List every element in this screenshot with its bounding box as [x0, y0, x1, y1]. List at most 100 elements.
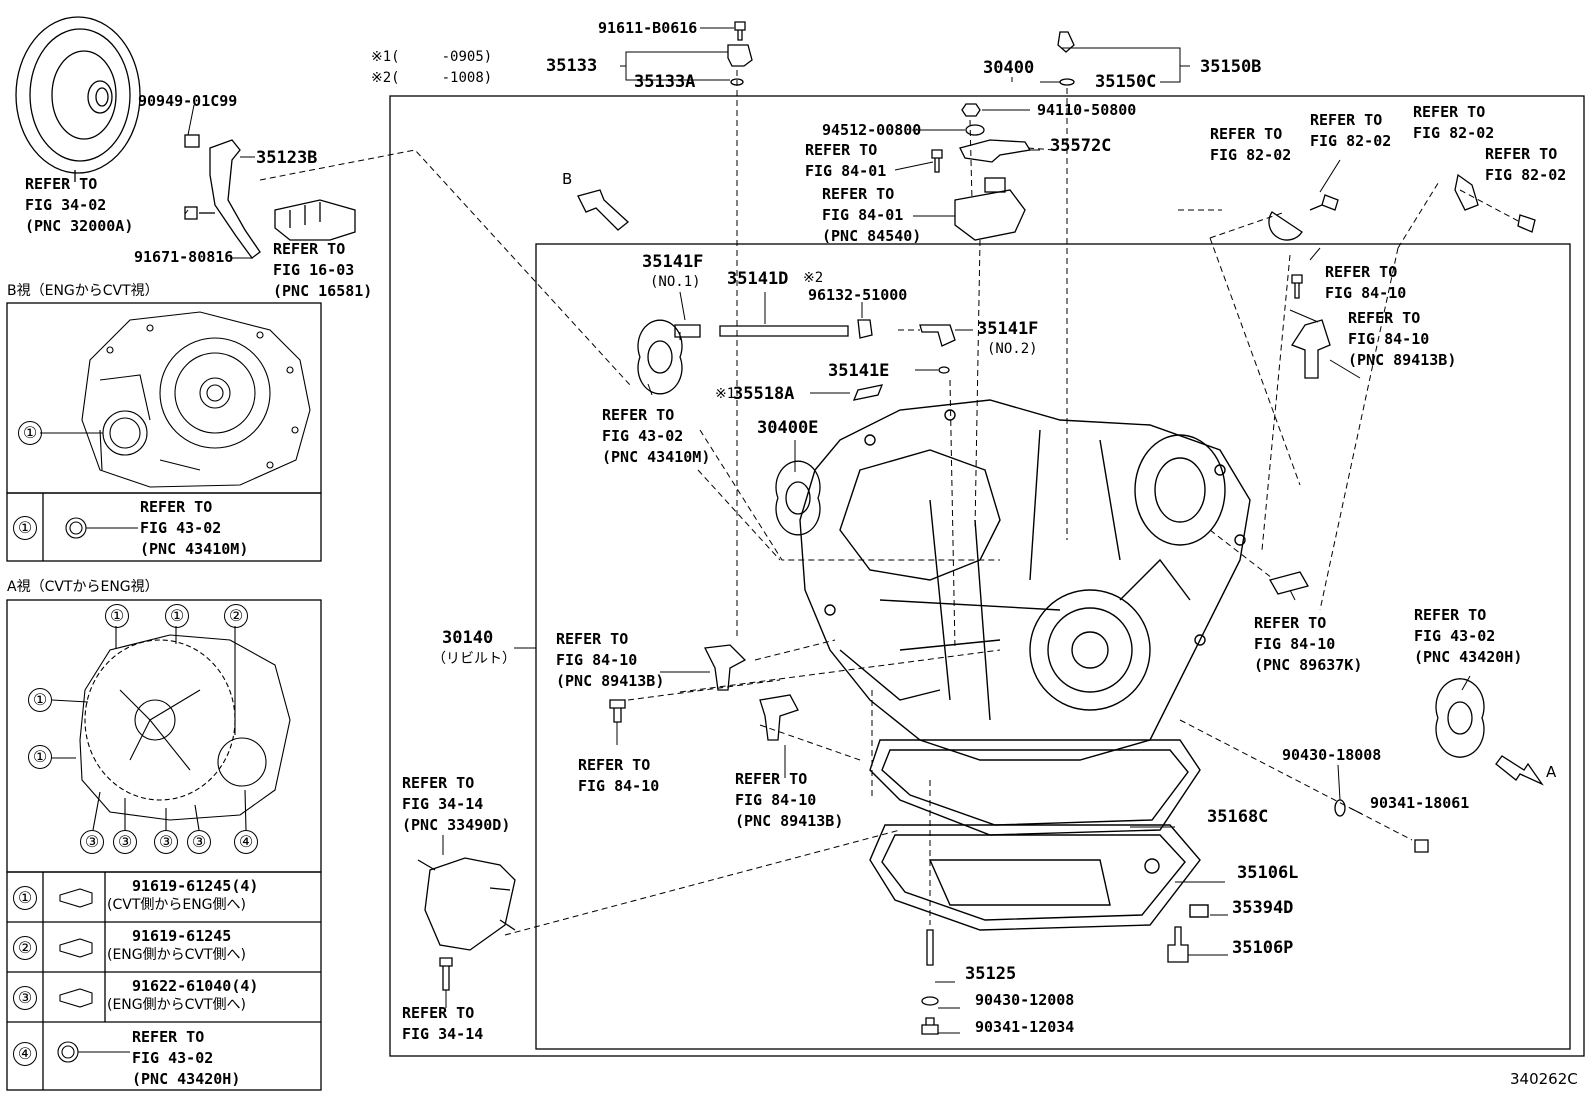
ref-fig-43-02-h[interactable]: REFER TO FIG 43-02 (PNC 43420H) [1414, 606, 1523, 666]
bolt-35106p-icon [1167, 926, 1189, 963]
part-90341-18061[interactable]: 90341-18061 [1370, 794, 1470, 812]
a-table-part-3[interactable]: 91622-61040(4) [132, 977, 259, 995]
bracket-35572c-icon [959, 139, 1032, 163]
note-2-mark: ※2 [371, 70, 392, 86]
seal-96132-icon [857, 319, 873, 339]
ref-fig-82-02-a[interactable]: REFER TO FIG 82-02 [1210, 125, 1292, 164]
part-30400[interactable]: 30400 [983, 58, 1035, 78]
part-35141d[interactable]: 35141D [727, 269, 789, 289]
oil-seal-43420h-icon [1435, 678, 1485, 758]
sensor-89413b-a-icon [1291, 319, 1331, 379]
note-1-mark: ※1 [371, 49, 392, 65]
ref-fig-84-10-b[interactable]: REFER TO FIG 84-10 (PNC 89413B) [1348, 309, 1457, 369]
gasket-90430-18008-icon [1334, 799, 1346, 817]
a-table-part-1[interactable]: 91619-61245(4) [132, 877, 259, 895]
sensor-89413b-c-icon [759, 694, 799, 741]
part-35518a[interactable]: 35518A [733, 384, 795, 404]
a-view-callout-3c: ③ [154, 830, 178, 854]
note-1: ※1( -0905) [371, 50, 492, 64]
part-94110-50800[interactable]: 94110-50800 [1037, 101, 1137, 119]
bolt-82-02d-icon [1517, 214, 1536, 233]
part-35150c[interactable]: 35150C [1095, 72, 1157, 92]
part-35133a[interactable]: 35133A [634, 72, 696, 92]
a-view-callout-1d: ① [28, 745, 52, 769]
a-table-part-2[interactable]: 91619-61245 [132, 927, 232, 945]
nut-94110-icon [961, 103, 981, 117]
part-96132-51000[interactable]: 96132-51000 [808, 286, 908, 304]
part-90430-12008[interactable]: 90430-12008 [975, 991, 1075, 1009]
part-35123b[interactable]: 35123B [256, 148, 318, 168]
b-view-callout-1: ① [18, 421, 42, 445]
ref-fig-84-10-d[interactable]: REFER TO FIG 84-10 [578, 756, 660, 795]
ref-fig-84-10-c[interactable]: REFER TO FIG 84-10 (PNC 89413B) [556, 630, 665, 690]
sensor-82-02a-icon [1268, 211, 1303, 241]
ref-fig-82-02-c[interactable]: REFER TO FIG 82-02 [1413, 103, 1495, 142]
ref-fig-34-14-a[interactable]: REFER TO FIG 34-14 (PNC 33490D) [402, 774, 511, 834]
part-35394d[interactable]: 35394D [1232, 898, 1294, 918]
b-view-title: B視（ENGからCVT視） [7, 283, 159, 299]
arrow-b-icon [577, 189, 629, 231]
part-30140-sub: （リビルト） [432, 651, 516, 667]
shaft-35141d-icon [719, 325, 849, 337]
part-35141f-no1[interactable]: 35141F [642, 252, 704, 272]
part-91671-80816[interactable]: 91671-80816 [134, 248, 234, 266]
ref-fig-84-01-a[interactable]: REFER TO FIG 84-01 [805, 141, 887, 180]
ref-fig-84-10-f[interactable]: REFER TO FIG 84-10 (PNC 89637K) [1254, 614, 1363, 674]
part-35141f-no2-sub: (NO.2) [987, 341, 1038, 357]
a-table-ref-4: REFER TO FIG 43-02 (PNC 43420H) [132, 1028, 241, 1088]
part-35168c[interactable]: 35168C [1207, 807, 1269, 827]
sensor-89637k-icon [1269, 571, 1309, 595]
note-1-range: ( -0905) [391, 49, 493, 65]
part-35133[interactable]: 35133 [546, 56, 598, 76]
b-table-ref-1: REFER TO FIG 43-02 (PNC 43410M) [140, 498, 249, 558]
ref-fig-34-14-b[interactable]: REFER TO FIG 34-14 [402, 1004, 484, 1043]
ref-fig-34-02[interactable]: REFER TO FIG 34-02 (PNC 32000A) [25, 175, 134, 235]
bolt-84-10b-icon [609, 699, 626, 723]
part-94512-00800[interactable]: 94512-00800 [822, 121, 922, 139]
part-30400e[interactable]: 30400E [757, 418, 819, 438]
ref-fig-84-10-e[interactable]: REFER TO FIG 84-10 (PNC 89413B) [735, 770, 844, 830]
part-90949-01c99[interactable]: 90949-01C99 [138, 92, 238, 110]
part-90341-12034[interactable]: 90341-12034 [975, 1018, 1075, 1036]
part-35106l[interactable]: 35106L [1237, 863, 1299, 883]
ref-fig-16-03[interactable]: REFER TO FIG 16-03 (PNC 16581) [273, 240, 373, 300]
a-table-num-2: ② [13, 936, 37, 960]
oil-seal-30400e-icon [775, 460, 821, 536]
ref-fig-82-02-d[interactable]: REFER TO FIG 82-02 [1485, 145, 1567, 184]
ref-fig-84-10-a[interactable]: REFER TO FIG 84-10 [1325, 263, 1407, 302]
part-35150b[interactable]: 35150B [1200, 57, 1262, 77]
a-table-num-4: ④ [13, 1042, 37, 1066]
outer-frame [389, 95, 1585, 1057]
a-view-table [6, 871, 322, 1091]
oring-35150c-icon [1059, 78, 1075, 86]
a-view-transaxle-icon [51, 626, 291, 1063]
a-view-callout-1a: ① [105, 604, 129, 628]
ref-fig-43-02-m[interactable]: REFER TO FIG 43-02 (PNC 43410M) [602, 406, 711, 466]
ref-fig-84-01-b[interactable]: REFER TO FIG 84-01 (PNC 84540) [822, 185, 922, 245]
part-35125[interactable]: 35125 [965, 964, 1017, 984]
a-view-callout-3b: ③ [113, 830, 137, 854]
bolt-34-14-icon [439, 957, 453, 991]
part-35141f-no2[interactable]: 35141F [977, 319, 1039, 339]
note-2: ※2( -1008) [371, 71, 492, 85]
bolt-82-02b-icon [1309, 194, 1339, 211]
part-35572c[interactable]: 35572C [1050, 136, 1112, 156]
lever-35141f-no2-icon [919, 324, 956, 347]
ref-fig-82-02-b[interactable]: REFER TO FIG 82-02 [1310, 111, 1392, 150]
part-91611-b0616[interactable]: 91611-B0616 [598, 19, 698, 37]
a-table-num-1: ① [13, 886, 37, 910]
b-view-table [6, 492, 322, 562]
pan-gasket-shape [869, 739, 1201, 836]
a-view-callout-4: ④ [234, 830, 258, 854]
part-35141e[interactable]: 35141E [828, 361, 890, 381]
part-35106p[interactable]: 35106P [1232, 938, 1294, 958]
bolt-84-10a-icon [1291, 274, 1303, 299]
part-30140[interactable]: 30140 [442, 628, 494, 648]
a-view-callout-3d: ③ [187, 830, 211, 854]
a-view-callout-1b: ① [165, 604, 189, 628]
view-arrows [577, 189, 1544, 786]
arrow-b-label: B [562, 170, 573, 188]
part-90430-18008[interactable]: 90430-18008 [1282, 746, 1382, 764]
a-table-num-3: ③ [13, 986, 37, 1010]
plug-90341-12034-icon [921, 1017, 939, 1035]
